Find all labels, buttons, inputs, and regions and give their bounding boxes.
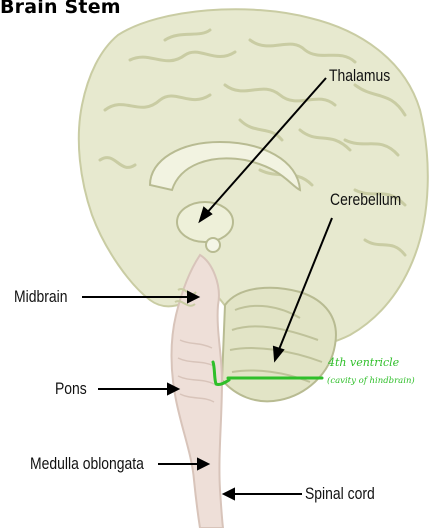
label-pons: Pons: [55, 379, 87, 399]
spinal-cord-arrowhead: [224, 489, 234, 499]
label-cerebellum: Cerebellum: [330, 190, 401, 210]
annotation-cavity-of-hindbrain: (cavity of hindbrain): [327, 376, 415, 386]
annotation-fourth-ventricle: 4th ventricle: [328, 356, 399, 369]
label-thalamus: Thalamus: [329, 66, 390, 86]
label-medulla-oblongata: Medulla oblongata: [30, 454, 144, 474]
cerebellum-structure: [222, 288, 336, 402]
thalamus-knob: [206, 238, 220, 252]
figure-title: Brain Stem: [0, 0, 121, 18]
label-spinal-cord: Spinal cord: [305, 484, 375, 504]
label-midbrain: Midbrain: [14, 287, 67, 307]
